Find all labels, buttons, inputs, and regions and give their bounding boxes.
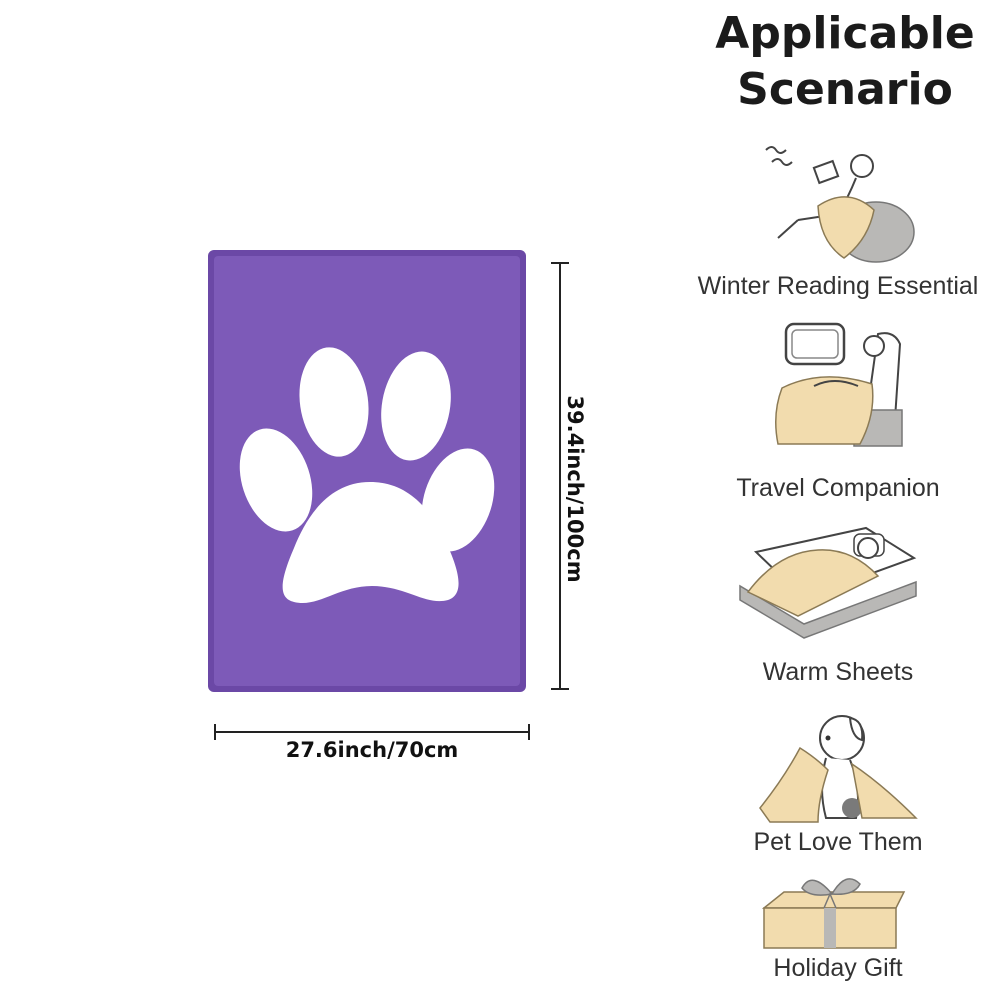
scenario-label: Pet Love Them xyxy=(753,828,923,856)
heading-line-1: Applicable xyxy=(715,8,975,59)
height-dimension-label: 39.4inch/100cm xyxy=(563,395,587,583)
width-dimension-line xyxy=(214,722,530,742)
gift-box-icon xyxy=(754,872,916,954)
scenario-label: Travel Companion xyxy=(736,474,940,502)
scenario-label: Holiday Gift xyxy=(773,954,903,982)
person-sleeping-travel-icon xyxy=(758,318,918,452)
paw-print-icon xyxy=(208,250,526,692)
scenario-label: Warm Sheets xyxy=(762,658,914,686)
height-dimension-line xyxy=(546,262,574,690)
scenario-label: Winter Reading Essential xyxy=(697,272,979,300)
person-in-bed-icon xyxy=(736,522,918,642)
width-dimension-label: 27.6inch/70cm xyxy=(285,738,459,762)
blanket-image xyxy=(208,250,526,692)
dog-with-blanket-icon xyxy=(756,708,920,830)
heading-line-2: Scenario xyxy=(737,64,953,115)
scenario-heading: Applicable Scenario xyxy=(680,6,1000,118)
person-reading-icon xyxy=(758,136,918,268)
